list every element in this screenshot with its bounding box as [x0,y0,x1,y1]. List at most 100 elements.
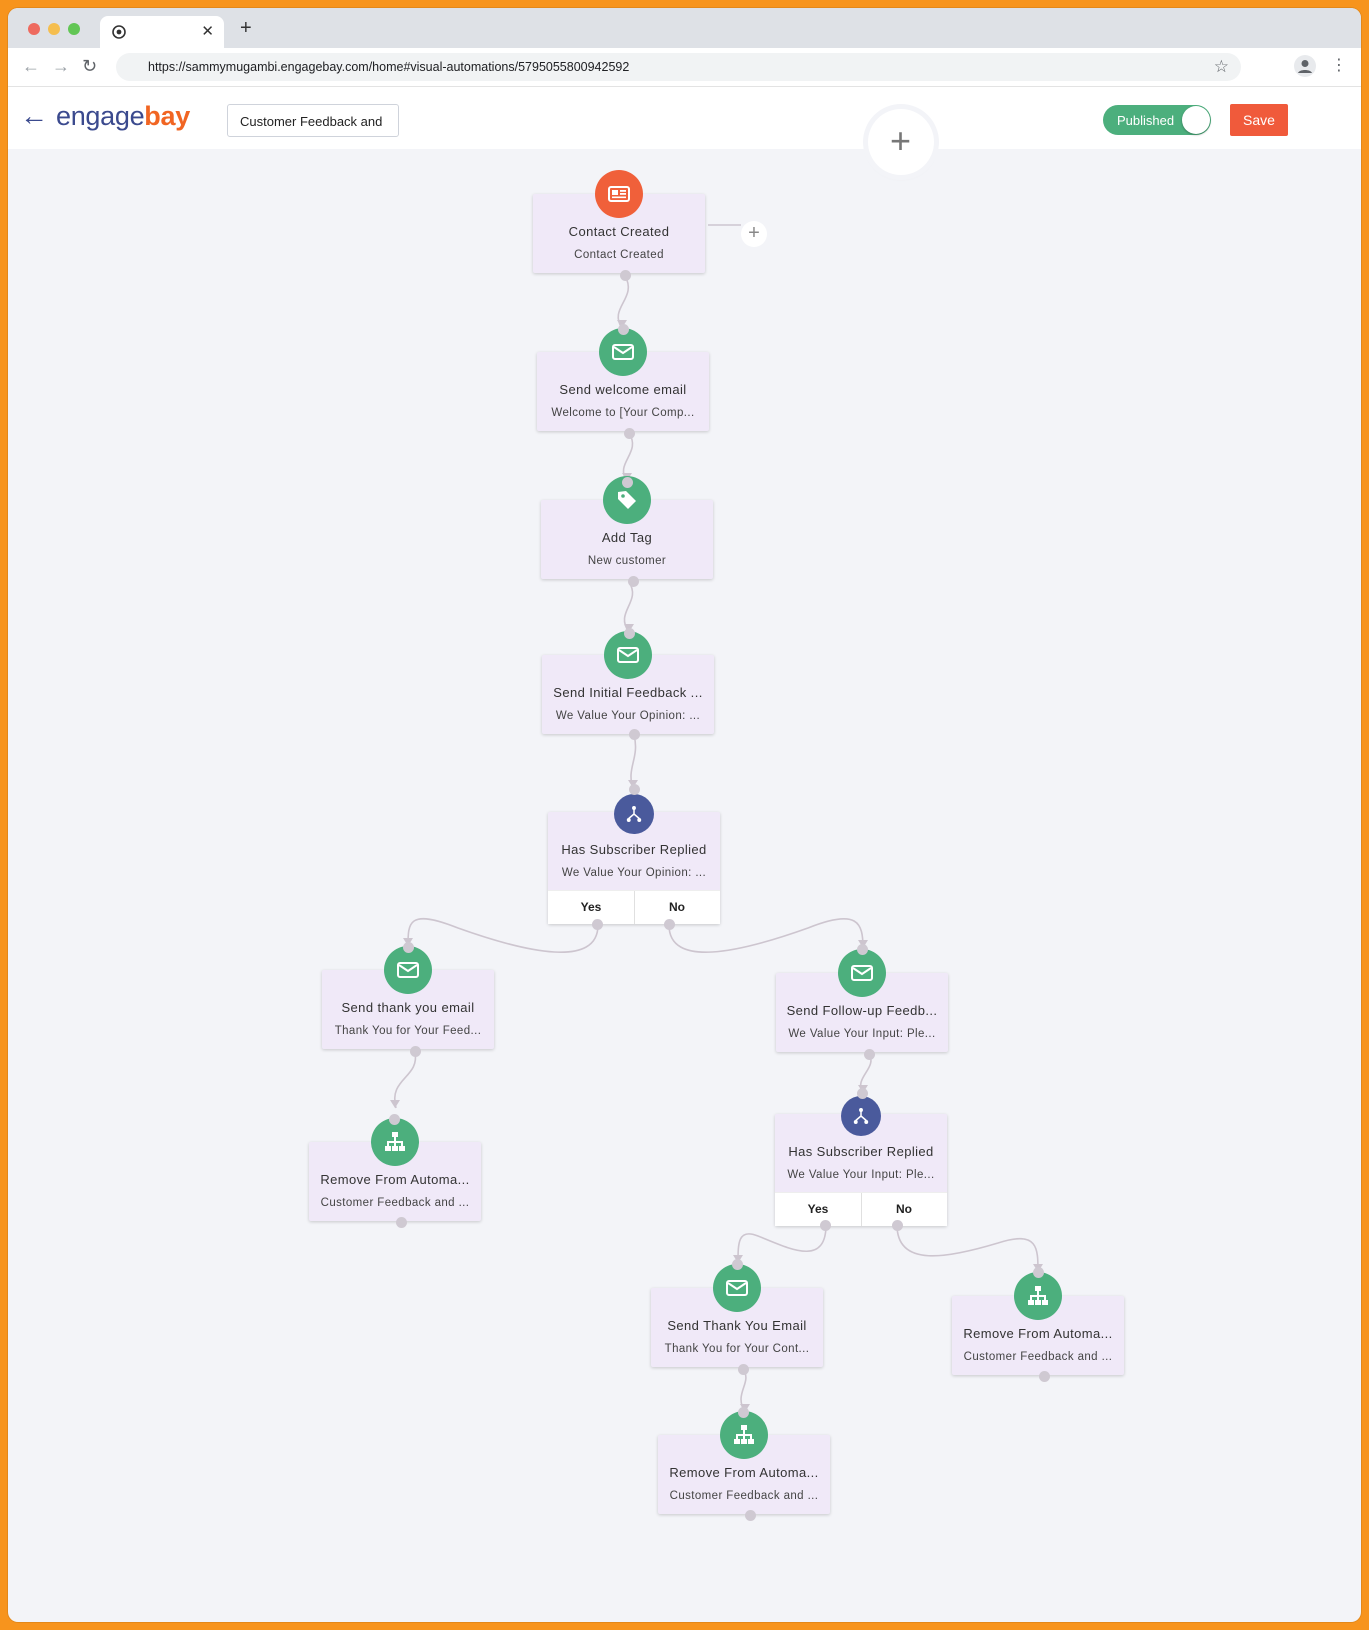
envelope-icon [713,1264,761,1312]
node-title: Send welcome email [559,382,687,397]
published-toggle[interactable]: Published [1103,105,1211,135]
flow-node-send-thank-you-email-2[interactable]: Send Thank You Email Thank You for Your … [651,1264,823,1367]
node-port[interactable] [618,324,629,335]
node-title: Has Subscriber Replied [788,1144,934,1159]
maximize-window-button[interactable] [68,23,80,35]
node-subtitle: Customer Feedback and ... [669,1490,819,1502]
node-port[interactable] [410,1046,421,1057]
add-trigger-button[interactable]: + [868,109,934,175]
node-port[interactable] [628,576,639,587]
node-title: Send thank you email [341,1000,475,1015]
node-port[interactable] [820,1220,831,1231]
browser-menu-icon[interactable]: ⋮ [1331,57,1347,74]
yes-branch-label[interactable]: Yes [775,1193,862,1226]
node-port[interactable] [864,1049,875,1060]
toggle-knob [1182,106,1210,134]
node-subtitle: Contact Created [574,249,664,261]
flow-node-has-subscriber-replied-2[interactable]: Has Subscriber Replied We Value Your Inp… [775,1096,947,1226]
close-tab-icon[interactable]: ✕ [201,23,214,40]
node-port[interactable] [624,628,635,639]
node-title: Remove From Automa... [669,1465,819,1480]
node-port[interactable] [738,1364,749,1375]
no-branch-label[interactable]: No [669,900,685,914]
flow-node-remove-from-automation-2[interactable]: Remove From Automa... Customer Feedback … [952,1272,1124,1375]
new-tab-button[interactable]: + [240,17,252,39]
node-port[interactable] [892,1220,903,1231]
engagebay-logo: engagebay [56,101,190,131]
flow-node-send-welcome-email[interactable]: Send welcome email Welcome to [Your Comp… [537,328,709,431]
back-arrow-icon[interactable]: ← [20,100,48,131]
node-port[interactable] [857,944,868,955]
app-header: ← engagebay Customer Feedback and Publis… [8,87,1361,149]
node-title: Contact Created [568,224,670,239]
node-subtitle: Thank You for Your Feed... [334,1025,482,1037]
yes-branch-label[interactable]: Yes [548,891,635,924]
node-port[interactable] [745,1510,756,1521]
hierarchy-icon [1014,1272,1062,1320]
node-port[interactable] [1033,1267,1044,1278]
hierarchy-icon [371,1118,419,1166]
node-port[interactable] [629,729,640,740]
tab-strip: ✕ + [8,8,1361,48]
node-port[interactable] [624,428,635,439]
node-port[interactable] [664,919,675,930]
minimize-window-button[interactable] [48,23,60,35]
node-port[interactable] [857,1088,868,1099]
reload-icon[interactable]: ↻ [82,56,98,76]
node-title: Remove From Automa... [320,1172,470,1187]
node-port[interactable] [629,784,640,795]
node-subtitle: Welcome to [Your Comp... [551,407,695,419]
bookmark-star-icon[interactable]: ☆ [1213,57,1229,76]
node-port[interactable] [620,270,631,281]
node-subtitle: We Value Your Input: Ple... [788,1028,936,1040]
browser-window: ✕ + ← → ↻ https://sammymugambi.engagebay… [8,8,1361,1622]
node-subtitle: We Value Your Opinion: ... [561,867,707,879]
envelope-icon [838,949,886,997]
contact-card-icon [595,170,643,218]
add-step-button[interactable]: + [741,221,767,247]
envelope-icon [604,631,652,679]
node-port[interactable] [622,477,633,488]
flow-node-contact-created[interactable]: Contact Created Contact Created [533,170,705,273]
flow-node-add-tag[interactable]: Add Tag New customer [541,476,713,579]
node-port[interactable] [738,1407,749,1418]
flow-node-send-initial-feedback[interactable]: Send Initial Feedback ... We Value Your … [542,631,714,734]
plus-icon: + [890,120,912,161]
node-subtitle: We Value Your Input: Ple... [787,1169,935,1181]
envelope-icon [384,946,432,994]
flow-node-remove-from-automation[interactable]: Remove From Automa... Customer Feedback … [309,1118,481,1221]
branch-icon [614,794,654,834]
browser-tab[interactable]: ✕ [100,16,224,48]
save-button[interactable]: Save [1230,104,1288,136]
node-title: Send Initial Feedback ... [553,685,703,700]
node-title: Has Subscriber Replied [561,842,707,857]
flow-node-send-thank-you-email[interactable]: Send thank you email Thank You for Your … [322,946,494,1049]
url-text: https://sammymugambi.engagebay.com/home#… [148,60,630,74]
node-port[interactable] [403,942,414,953]
profile-avatar-icon[interactable] [1294,55,1316,77]
address-bar[interactable]: https://sammymugambi.engagebay.com/home#… [116,53,1241,81]
node-port[interactable] [396,1217,407,1228]
node-title: Add Tag [601,530,653,545]
close-window-button[interactable] [28,23,40,35]
flow-node-remove-from-automation-3[interactable]: Remove From Automa... Customer Feedback … [658,1411,830,1514]
automation-name-input[interactable]: Customer Feedback and [227,104,399,137]
node-subtitle: Customer Feedback and ... [963,1351,1113,1363]
branch-icon [841,1096,881,1136]
node-subtitle: We Value Your Opinion: ... [555,710,701,722]
node-title: Send Thank You Email [667,1318,807,1333]
back-nav-icon[interactable]: ← [22,56,40,76]
hierarchy-icon [720,1411,768,1459]
toggle-label: Published [1117,113,1175,128]
no-branch-label[interactable]: No [896,1202,912,1216]
flow-node-send-follow-up-feedback[interactable]: Send Follow-up Feedb... We Value Your In… [776,949,948,1052]
forward-nav-icon[interactable]: → [52,56,70,76]
flow-node-has-subscriber-replied[interactable]: Has Subscriber Replied We Value Your Opi… [548,794,720,924]
node-title: Send Follow-up Feedb... [786,1003,938,1018]
node-port[interactable] [1039,1371,1050,1382]
branch-options: Yes No [548,890,720,924]
node-subtitle: Thank You for Your Cont... [664,1343,810,1355]
node-port[interactable] [732,1259,743,1270]
node-port[interactable] [592,919,603,930]
node-port[interactable] [389,1114,400,1125]
